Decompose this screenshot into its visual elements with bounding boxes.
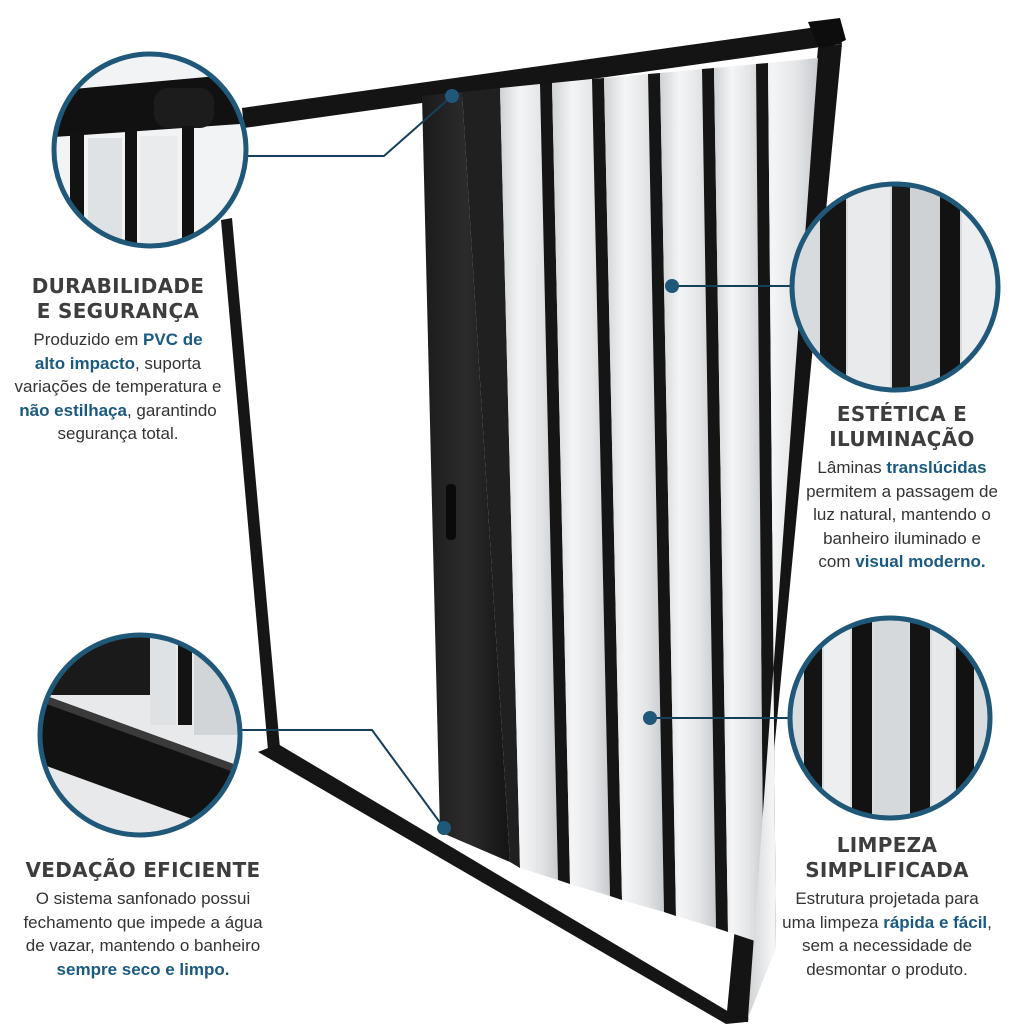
door-handle <box>446 484 456 540</box>
feature-estetica: ESTÉTICA E ILUMINAÇÃO Lâminas translúcid… <box>790 402 1014 574</box>
feature-title: DURABILIDADE E SEGURANÇA <box>31 274 205 323</box>
callout-seal-detail <box>37 632 243 838</box>
callout-cleaning-detail <box>787 615 993 821</box>
feature-title: VEDAÇÃO EFICIENTE <box>25 858 261 882</box>
callout-rail-detail <box>51 51 249 249</box>
folded-panel-stack <box>422 88 520 868</box>
callout-slats-detail <box>789 181 1001 393</box>
feature-title: LIMPEZA SIMPLIFICADA <box>805 833 969 882</box>
feature-limpeza: LIMPEZA SIMPLIFICADA Estrutura projetada… <box>762 833 1012 981</box>
feature-durabilidade: DURABILIDADE E SEGURANÇA Produzido em PV… <box>0 274 236 446</box>
feature-title: ESTÉTICA E ILUMINAÇÃO <box>829 402 975 451</box>
callout-leaders <box>236 95 790 829</box>
feature-vedacao: VEDAÇÃO EFICIENTE O sistema sanfonado po… <box>0 858 286 981</box>
